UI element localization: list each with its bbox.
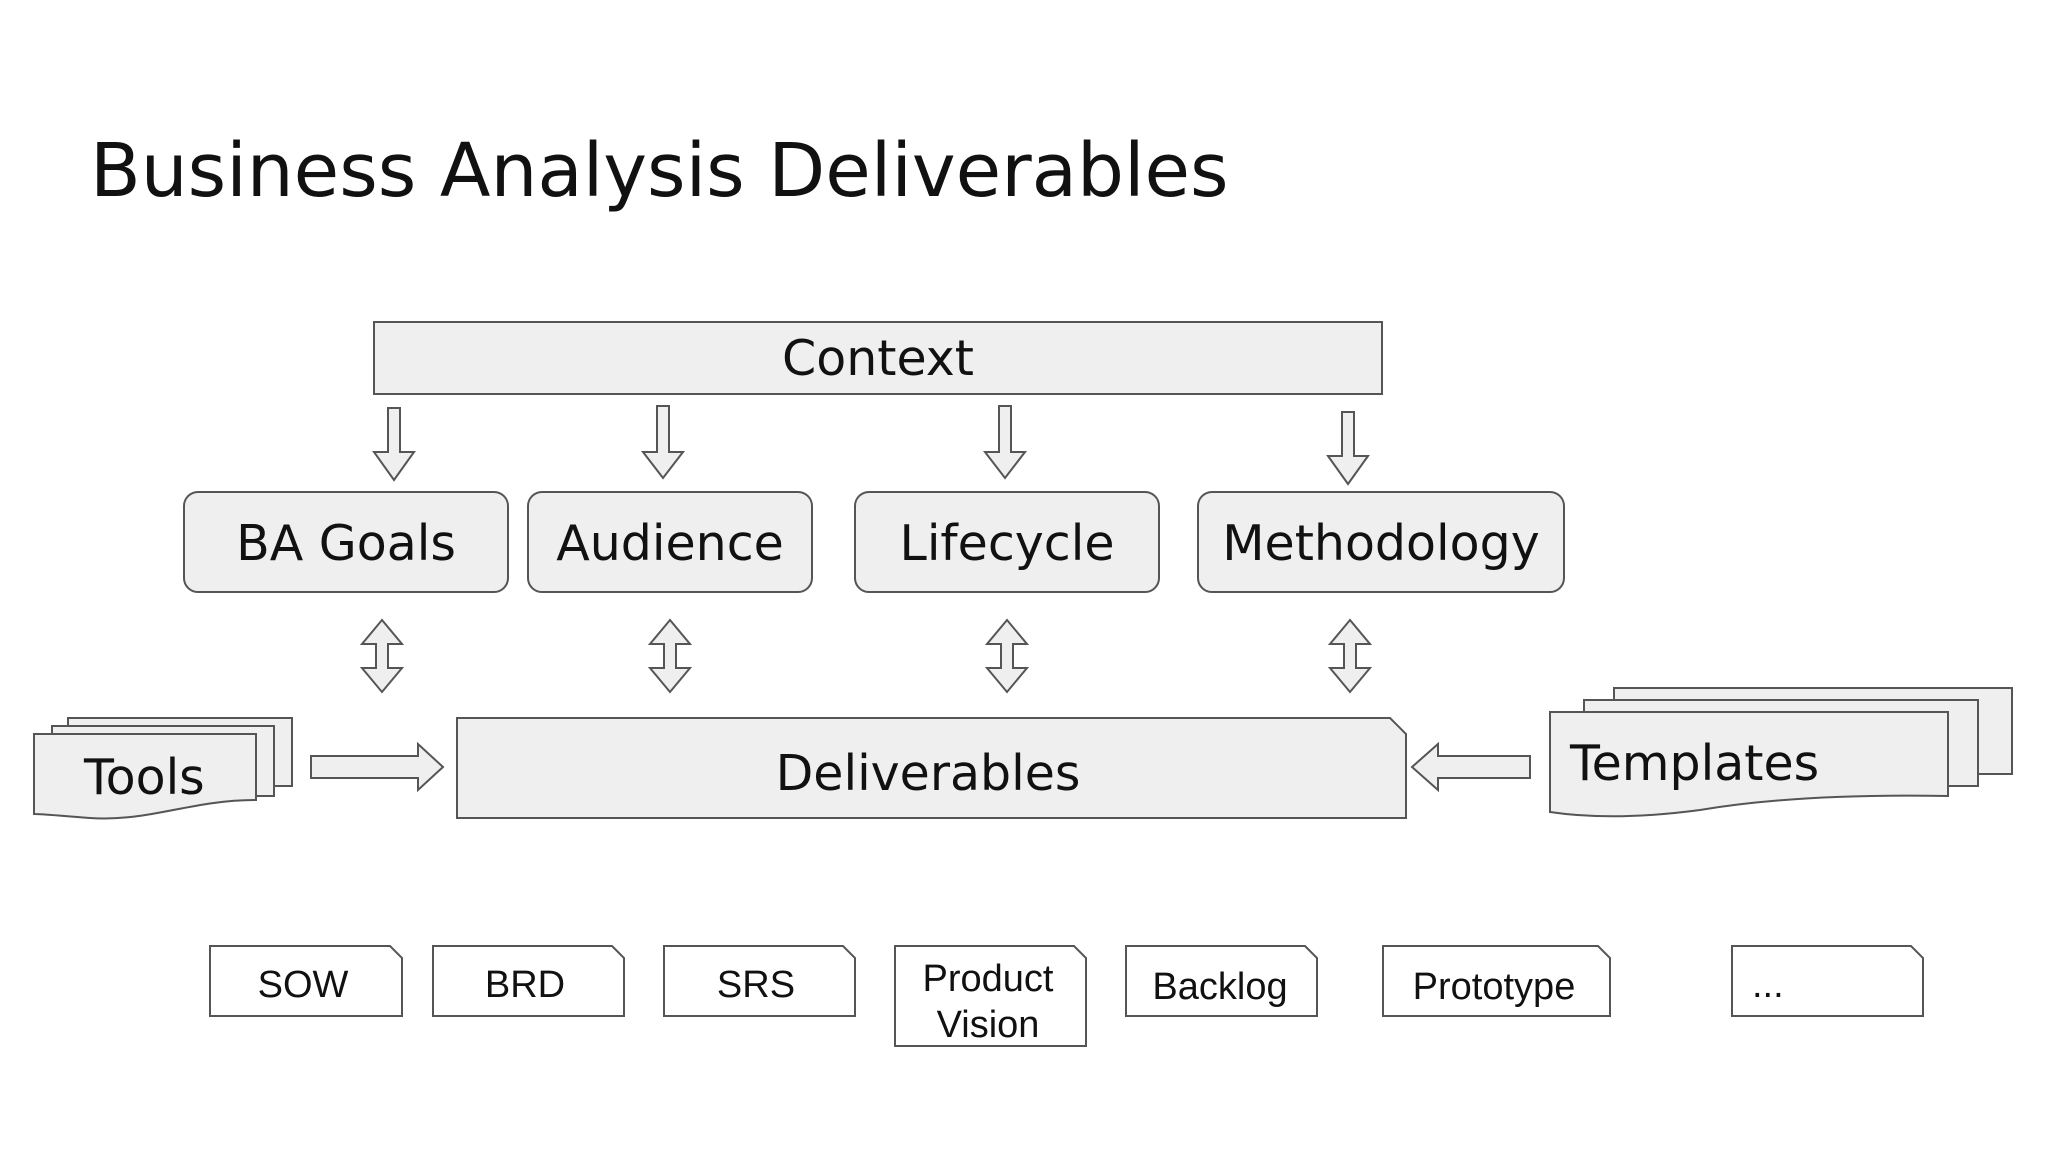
output-brd-label: BRD [485,964,565,1006]
factor-ba-goals: BA Goals [183,491,509,593]
output-product-vision-line2: Vision [937,1004,1040,1046]
output-backlog-label: Backlog [1152,966,1287,1008]
page-title: Business Analysis Deliverables [90,128,1229,214]
output-prototype-label: Prototype [1413,966,1576,1008]
factor-ba-goals-label: BA Goals [236,515,456,572]
output-more: ... [1731,945,1924,1017]
factor-methodology-label: Methodology [1222,515,1539,572]
output-sow-label: SOW [258,964,349,1006]
deliverables-label: Deliverables [776,745,1081,802]
double-arrow-1 [359,618,405,694]
templates-label: Templates [1569,735,1819,792]
output-sow: SOW [209,945,403,1017]
output-srs: SRS [663,945,856,1017]
tools-documents: Tools [33,717,293,820]
factor-audience: Audience [527,491,813,593]
factor-methodology: Methodology [1197,491,1565,593]
factor-audience-label: Audience [556,515,784,572]
templates-documents: Templates [1549,687,2013,818]
output-brd: BRD [432,945,625,1017]
output-backlog: Backlog [1125,945,1318,1017]
down-arrow-4 [1326,411,1370,486]
right-arrow-tools [310,741,445,793]
double-arrow-3 [984,618,1030,694]
output-more-label: ... [1752,964,1784,1006]
down-arrow-1 [372,407,416,482]
factor-lifecycle: Lifecycle [854,491,1160,593]
context-box: Context [373,321,1383,395]
context-label: Context [782,330,974,387]
left-arrow-templates [1410,741,1531,793]
deliverables-box: Deliverables [456,717,1407,819]
output-prototype: Prototype [1382,945,1611,1017]
output-product-vision-line1: Product [923,958,1054,1000]
down-arrow-3 [982,405,1028,480]
down-arrow-2 [640,405,686,480]
double-arrow-4 [1327,618,1373,694]
factor-lifecycle-label: Lifecycle [900,515,1115,572]
double-arrow-2 [647,618,693,694]
output-srs-label: SRS [717,964,795,1006]
output-product-vision: Product Vision [894,945,1087,1047]
tools-label: Tools [83,749,205,806]
